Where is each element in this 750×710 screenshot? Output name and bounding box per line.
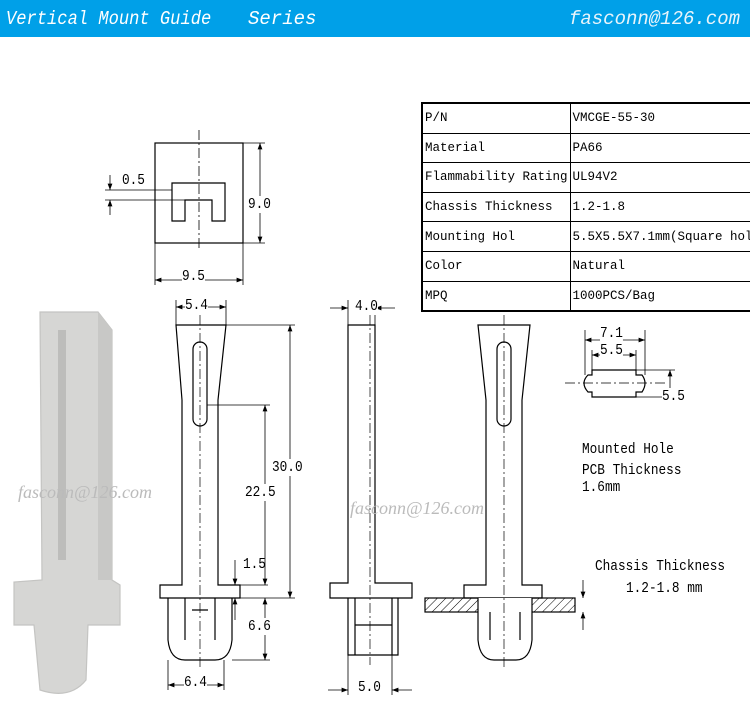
dim-body-width: 5.4 xyxy=(185,297,208,314)
spec-value: 5.5X5.5X7.1mm(Square hole) xyxy=(569,221,750,252)
side-view xyxy=(328,300,413,695)
top-view xyxy=(105,130,265,285)
dim-hole-inner: 5.5 xyxy=(600,342,623,359)
chassis-value-label: 1.2-1.8 mm xyxy=(626,580,703,597)
spec-value: VMCGE-55-30 xyxy=(569,102,750,134)
spec-value: Natural xyxy=(569,250,750,282)
header-title: Vertical Mount Guide xyxy=(6,8,212,30)
dim-flange: 1.5 xyxy=(243,556,266,573)
watermark: fasconn@126.com xyxy=(18,482,153,502)
product-photo xyxy=(13,311,121,694)
dim-top-height: 9.0 xyxy=(248,196,271,213)
mounted-hole-view xyxy=(565,330,675,398)
header-email: fasconn@126.com xyxy=(568,8,740,30)
dim-clip-length: 6.6 xyxy=(248,618,271,635)
dim-total-length: 30.0 xyxy=(272,459,303,476)
header-bar: Vertical Mount Guide Series fasconn@126.… xyxy=(0,0,750,37)
spec-key: MPQ xyxy=(421,280,571,312)
dim-side-width: 4.0 xyxy=(355,298,378,315)
chassis-title-label: Chassis Thickness xyxy=(595,558,726,575)
dim-top-slot: 0.5 xyxy=(122,172,145,189)
dim-side-clip-width: 5.0 xyxy=(358,679,381,696)
dim-clip-width: 6.4 xyxy=(184,674,207,691)
header-series: Series xyxy=(248,8,317,30)
spec-value: PA66 xyxy=(569,132,750,164)
dim-hole-outer: 7.1 xyxy=(600,325,623,342)
spec-key: P/N xyxy=(421,102,571,134)
dim-hole-height: 5.5 xyxy=(662,388,685,405)
installed-view xyxy=(424,315,586,670)
dim-slot-length: 22.5 xyxy=(245,484,276,501)
watermark: fasconn@126.com xyxy=(350,498,485,518)
spec-value: 1000PCS/Bag xyxy=(569,280,750,312)
dim-top-width: 9.5 xyxy=(182,268,205,285)
spec-key: Flammability Rating xyxy=(421,162,571,193)
spec-key: Mounting Hol xyxy=(421,221,571,252)
mounted-hole-label: Mounted Hole xyxy=(582,441,674,458)
pcb-thickness-label: PCB Thickness 1.6mm xyxy=(582,462,682,496)
